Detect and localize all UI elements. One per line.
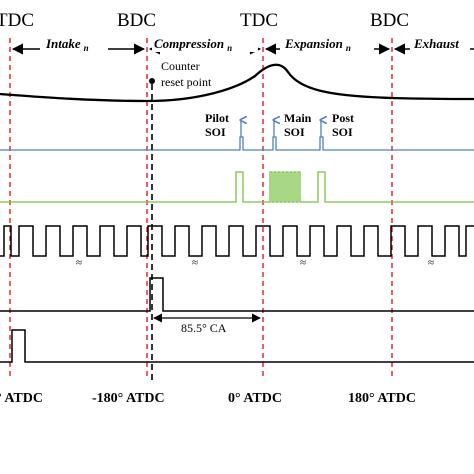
counter-reset-line2: reset point: [161, 75, 212, 89]
counter-reset-line1: Counter: [161, 59, 200, 73]
counter-reset-note: Counter reset point: [149, 59, 212, 89]
cylinder-pressure-trace: [0, 63, 474, 103]
counter-reset-dot: [149, 78, 155, 84]
pilot-soi-label-line1: Pilot: [205, 111, 229, 125]
top-label-tdc-1: TDC: [0, 10, 34, 31]
phase-label-exhaust: Exhaust: [413, 36, 459, 51]
reference-pulse-trace: [0, 277, 474, 312]
top-label-bdc-1: BDC: [117, 10, 156, 31]
tick-label-180: 180° ATDC: [348, 391, 416, 406]
tick-label-minus-360: ° ATDC: [0, 391, 43, 406]
tdc-marker-pulse-trace: [0, 329, 474, 363]
post-soi-label-line2: SOI: [332, 125, 353, 139]
top-dead-center-labels: TDC BDC TDC BDC: [0, 10, 409, 31]
crank-interval-label: 85.5° CA: [181, 321, 227, 335]
main-soi-label-line2: SOI: [284, 125, 305, 139]
soi-signal-trace: [0, 136, 474, 151]
crank-interval-annotation: 85.5° CA: [153, 313, 261, 335]
pilot-soi-label-line2: SOI: [205, 125, 226, 139]
encoder-break-mark-2: ≈: [192, 257, 198, 269]
soi-signal-row: Pilot SOI Main SOI Post SOI: [0, 111, 474, 151]
tick-label-minus-180: -180° ATDC: [92, 391, 165, 406]
encoder-break-mark-4: ≈: [428, 257, 434, 269]
crank-angle-axis-labels: ° ATDC -180° ATDC 0° ATDC 180° ATDC: [0, 391, 416, 406]
main-soi-label-line1: Main: [284, 111, 312, 125]
top-label-bdc-2: BDC: [370, 10, 409, 31]
encoder-pulse-trace: [0, 225, 474, 257]
encoder-break-mark-3: ≈: [300, 257, 306, 269]
post-soi-label-line1: Post: [332, 111, 354, 125]
injection-signal-trace: [0, 171, 474, 203]
tick-label-0: 0° ATDC: [228, 391, 282, 406]
encoder-break-mark-1: ≈: [76, 257, 82, 269]
top-label-tdc-2: TDC: [240, 10, 278, 31]
